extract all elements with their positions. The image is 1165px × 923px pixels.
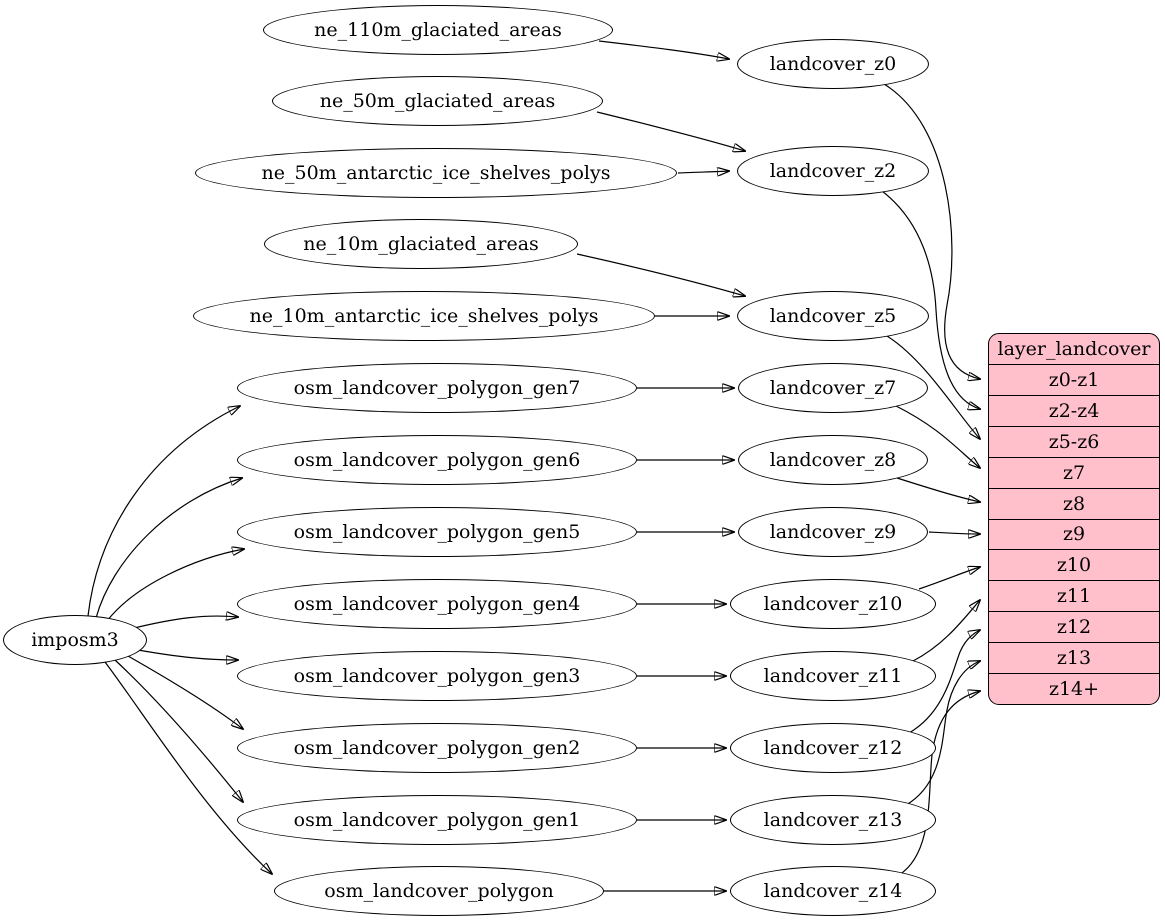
node-osm-landcover-polygon-gen4: osm_landcover_polygon_gen4 [237, 579, 637, 629]
edge-z8-to-row-z8 [896, 477, 980, 502]
edge-imposm3-to-gen2 [127, 655, 243, 729]
edge-z10-to-row-z10 [918, 567, 980, 590]
edge-z7-to-row-z7 [895, 405, 980, 468]
layer-row-z14plus: z14+ [989, 673, 1159, 704]
node-landcover-z2: landcover_z2 [737, 146, 929, 196]
edge-z11-to-row-z11 [912, 600, 980, 662]
node-ne-50m-antarctic-ice-shelves-polys: ne_50m_antarctic_ice_shelves_polys [195, 148, 677, 198]
edge-ne10m-glaciated-to-z5 [576, 253, 745, 296]
layer-row-z2-z4: z2-z4 [989, 394, 1159, 426]
node-landcover-z0: landcover_z0 [737, 39, 929, 89]
edge-z12-to-row-z12 [908, 630, 980, 734]
layer-row-z7: z7 [989, 456, 1159, 488]
edge-imposm3-to-gen4 [129, 616, 238, 630]
node-landcover-z13: landcover_z13 [730, 795, 936, 845]
node-landcover-z7: landcover_z7 [738, 363, 928, 413]
node-landcover-z10: landcover_z10 [730, 579, 936, 629]
node-imposm3: imposm3 [3, 615, 147, 665]
layer-landcover-title: layer_landcover [997, 337, 1151, 360]
edge-z9-to-row-z9 [928, 532, 980, 534]
edge-z5-to-row-z5-z6 [886, 335, 980, 439]
layer-landcover-table: layer_landcover z0-z1 z2-z4 z5-z6 z7 z8 … [988, 333, 1160, 705]
edge-ne50m-glaciated-to-z2 [596, 111, 745, 151]
edge-imposm3-to-polygon [104, 661, 272, 874]
edge-imposm3-to-gen3 [137, 649, 238, 660]
node-landcover-z14: landcover_z14 [730, 866, 936, 916]
node-ne-10m-glaciated-areas: ne_10m_glaciated_areas [264, 219, 578, 269]
layer-row-z12: z12 [989, 611, 1159, 642]
node-ne-10m-antarctic-ice-shelves-polys: ne_10m_antarctic_ice_shelves_polys [193, 291, 655, 341]
edge-z2-to-row-z2-z4 [881, 190, 980, 409]
edge-ne50m-antarctic-to-z2 [677, 171, 729, 173]
edge-z13-to-row-z13 [905, 661, 980, 806]
edge-z14-to-row-z14plus [898, 691, 980, 876]
layer-row-z10: z10 [989, 549, 1159, 580]
edge-imposm3-to-gen6 [95, 478, 242, 619]
edge-imposm3-to-gen1 [114, 659, 243, 802]
node-landcover-z5: landcover_z5 [737, 291, 929, 341]
layer-row-z5-z6: z5-z6 [989, 425, 1159, 457]
node-landcover-z8: landcover_z8 [738, 435, 928, 485]
node-osm-landcover-polygon-gen2: osm_landcover_polygon_gen2 [237, 723, 637, 773]
edge-imposm3-to-gen5 [106, 549, 244, 622]
layer-row-z8: z8 [989, 487, 1159, 519]
node-ne-110m-glaciated-areas: ne_110m_glaciated_areas [263, 5, 613, 55]
layer-row-z13: z13 [989, 642, 1159, 673]
layer-row-z11: z11 [989, 580, 1159, 611]
node-ne-50m-glaciated-areas: ne_50m_glaciated_areas [272, 76, 603, 126]
edge-imposm3-to-gen7 [87, 406, 240, 617]
node-osm-landcover-polygon-gen6: osm_landcover_polygon_gen6 [237, 435, 637, 485]
node-landcover-z9: landcover_z9 [738, 507, 928, 557]
layer-row-z9: z9 [989, 518, 1159, 550]
node-osm-landcover-polygon-gen3: osm_landcover_polygon_gen3 [237, 651, 637, 701]
node-osm-landcover-polygon: osm_landcover_polygon [274, 866, 604, 916]
node-landcover-z11: landcover_z11 [730, 651, 936, 701]
node-osm-landcover-polygon-gen7: osm_landcover_polygon_gen7 [237, 363, 637, 413]
node-landcover-z12: landcover_z12 [730, 723, 936, 773]
node-osm-landcover-polygon-gen5: osm_landcover_polygon_gen5 [237, 507, 637, 557]
edge-z0-to-row-z0-z1 [883, 83, 980, 379]
layer-row-z0-z1: z0-z1 [989, 363, 1159, 395]
edge-ne110m-to-z0 [598, 40, 729, 59]
node-osm-landcover-polygon-gen1: osm_landcover_polygon_gen1 [237, 795, 637, 845]
